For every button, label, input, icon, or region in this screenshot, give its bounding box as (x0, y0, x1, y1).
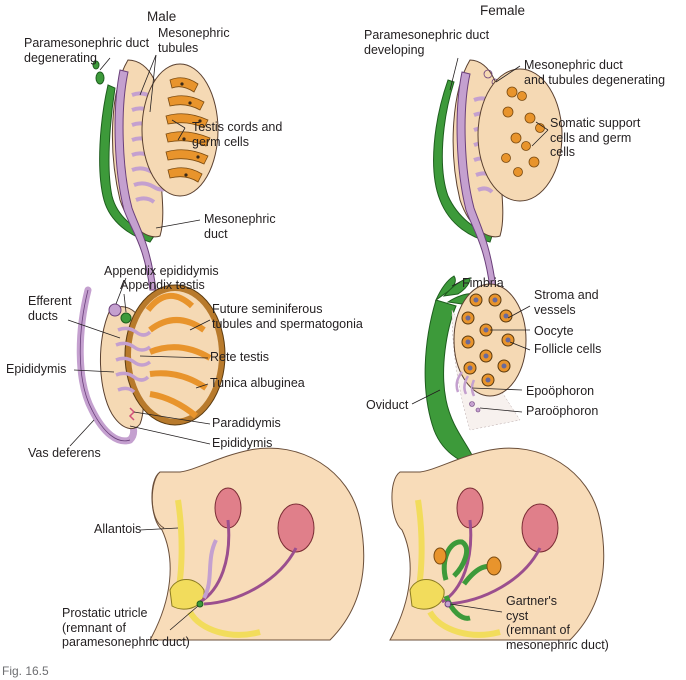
leader-lines (449, 57, 549, 147)
figure-caption: Fig. 16.5 (2, 664, 49, 678)
paroophoron (469, 401, 481, 413)
paramesonephric-duct-degenerating (99, 84, 155, 243)
leader-lines (67, 277, 211, 447)
label-testis-cords: Testis cords and germ cells (192, 120, 283, 149)
label-prostatic-utricle: Prostatic utricle (remnant of paramesone… (62, 606, 190, 649)
appendix-testis (120, 312, 132, 324)
label-mesonephric-tubules: Mesonephric tubules (158, 26, 230, 55)
label-mesonephric-degenerating: Mesonephric duct and tubules degeneratin… (524, 58, 666, 87)
label-vas-deferens: Vas deferens (28, 446, 101, 460)
leader-lines (99, 54, 201, 229)
seminiferous-tubules (145, 293, 212, 419)
label-tunica-albuginea: Tunica albuginea (210, 376, 305, 390)
leader-lines (139, 527, 199, 631)
urethra (427, 610, 501, 638)
label-appendix-epididymis: Appendix epididymis (104, 264, 219, 278)
leader-lines (449, 603, 503, 613)
ovary-right (486, 556, 502, 576)
male-mature-testis-diagram (67, 277, 226, 447)
label-paramesonephric-developing: Paramesonephric duct developing (364, 28, 490, 57)
umbilical-bulge (151, 471, 165, 529)
label-future-seminiferous: Future seminiferous tubules and spermato… (212, 302, 363, 331)
leader-lines (411, 281, 531, 413)
kidney-right (277, 503, 315, 553)
label-oocyte: Oocyte (534, 324, 574, 338)
testis (141, 63, 219, 197)
somatic-support-clusters (501, 86, 545, 177)
uterus-vagina (443, 595, 471, 621)
ovary-left (433, 547, 447, 565)
male-header: Male (147, 9, 177, 24)
label-paradidymis: Paradidymis (212, 416, 281, 430)
paradidymis (128, 407, 136, 421)
female-mature-ovary-diagram (411, 275, 531, 465)
label-fimbria: Fimbria (462, 276, 504, 290)
label-efferent-ducts: Efferent ducts (28, 294, 72, 323)
label-epididymis-bottom: Epididymis (212, 436, 273, 450)
label-paroophoron: Paroöphoron (526, 404, 599, 418)
label-rete-testis: Rete testis (210, 350, 270, 364)
male-indifferent-gonad-diagram (92, 54, 219, 291)
urinary-bladder (169, 579, 205, 610)
testis-cords (165, 77, 211, 183)
label-somatic-support: Somatic support cells and germ cells (550, 116, 641, 159)
paramesonephric-duct-developing (433, 79, 493, 243)
prostatic-utricle (196, 600, 204, 608)
vas-deferens-outline (79, 289, 131, 442)
label-allantois: Allantois (94, 522, 142, 536)
urethra (187, 610, 261, 638)
label-stroma-vessels: Stroma and vessels (534, 288, 599, 317)
urinary-bladder (409, 579, 445, 610)
label-epoophoron: Epoöphoron (526, 384, 595, 398)
label-gartners-cyst: Gartner's cyst (remnant of mesonephric d… (506, 594, 609, 652)
label-oviduct: Oviduct (366, 398, 409, 412)
label-epididymis-left: Epididymis (6, 362, 67, 376)
paramesonephric-remnant-dot (92, 60, 100, 70)
label-mesonephric-duct: Mesonephric duct (204, 212, 276, 241)
female-header: Female (480, 3, 526, 18)
female-adult-urogenital-diagram (389, 447, 605, 641)
label-paramesonephric-degenerating: Paramesonephric duct degenerating (24, 36, 150, 65)
efferent-ductules (115, 326, 152, 394)
female-indifferent-gonad-diagram (433, 57, 563, 289)
paramesonephric-remnant-dot (95, 71, 105, 85)
ductus-deferens (202, 539, 218, 599)
appendix-epididymis (108, 303, 122, 317)
label-follicle-cells: Follicle cells (534, 342, 602, 356)
germ-cells (180, 82, 202, 177)
kidney-right (521, 503, 559, 553)
label-appendix-testis: Appendix testis (120, 278, 205, 292)
male-adult-urogenital-diagram (139, 447, 365, 641)
